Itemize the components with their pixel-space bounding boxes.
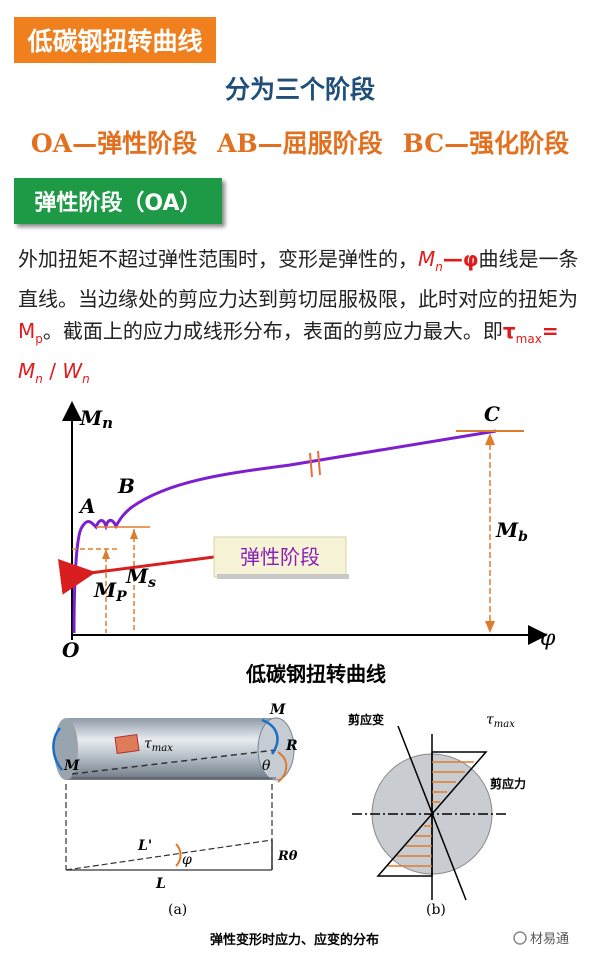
mp-m: M: [18, 319, 36, 343]
description-paragraph: 外加扭矩不超过弹性范围时，变形是弹性的，Mn—φ曲线是一条直线。当边缘处的剪应力…: [18, 243, 590, 395]
stage-oa: OA—弹性阶段: [30, 129, 198, 158]
label-shear-stress: 剪应力: [490, 776, 526, 791]
equals: =: [541, 319, 559, 343]
para-text-1: 外加扭矩不超过弹性范围时，变形是弹性的，: [18, 247, 418, 271]
label-m-left: M: [63, 758, 80, 774]
slash: /: [42, 359, 63, 383]
label-m-top: M: [269, 702, 286, 718]
break-mark-1: [309, 452, 313, 478]
stress-distribution: [431, 751, 488, 817]
formula-mn-phi: Mn—φ: [418, 247, 479, 274]
formula-m: M: [418, 247, 436, 271]
label-l: L: [155, 876, 166, 892]
torsion-curve-graph: Mn φ O A B C MP Ms Mb 弹性阶段 低碳钢扭转曲线: [57, 401, 556, 686]
torque-arrow-right: [261, 718, 279, 755]
origin-label: O: [62, 638, 80, 662]
tau-sub: max: [515, 332, 542, 346]
formula-mp: Mp: [18, 319, 43, 346]
callout-text: 弹性阶段: [240, 545, 320, 569]
length-l-prime: [65, 839, 273, 871]
mp-arrow-head-top: [102, 549, 110, 559]
break-mark-2: [317, 450, 321, 476]
stress-distribution-lower: [376, 811, 433, 877]
mp-label: MP: [93, 578, 127, 605]
label-tau-max-b: τmax: [486, 712, 515, 730]
formula-tau-max: τmax= Mn / Wn: [18, 319, 559, 386]
shaft-line: [71, 749, 277, 775]
tau: τ: [502, 319, 516, 343]
para-text-2: 曲线是一条直线。当边缘处的剪应力达到剪切屈服极限，此时对应的扭矩为: [18, 247, 579, 311]
point-c-label: C: [484, 402, 500, 426]
subtitle: 分为三个阶段: [224, 75, 375, 104]
mp-sub: p: [35, 332, 43, 346]
wn-w: W: [62, 359, 83, 383]
formula-m-sub: n: [435, 260, 443, 274]
shaft-left-end: [54, 718, 78, 780]
element-square: [114, 733, 140, 755]
ms-arrow-head-top: [130, 529, 138, 539]
mn-m: M: [18, 359, 36, 383]
watermark: 材易通: [530, 932, 569, 947]
torque-arrow-left: [52, 727, 63, 771]
stress-strain-diagram: M M τmax R θ L' L φ Rθ (a) 剪应变 τmax 剪应力 …: [52, 702, 569, 948]
mb-label: Mb: [495, 518, 528, 545]
point-b-label: B: [117, 474, 135, 498]
formula-rest: —φ: [442, 247, 479, 271]
x-axis-label: φ: [540, 626, 556, 651]
label-tau: τmax: [144, 736, 173, 754]
diagram-caption: 弹性变形时应力、应变的分布: [210, 932, 379, 948]
label-phi: φ: [182, 852, 192, 868]
label-r: R: [285, 738, 298, 754]
stage-ab: AB—屈服阶段: [217, 129, 383, 158]
graph-caption: 低碳钢扭转曲线: [245, 662, 386, 686]
torsion-curve: [72, 429, 497, 634]
point-a-label: A: [78, 494, 96, 518]
label-theta: θ: [262, 758, 271, 774]
label-l-prime: L': [137, 838, 152, 854]
mb-arrow-head-top: [485, 433, 495, 445]
page-title: 低碳钢扭转曲线: [14, 17, 216, 63]
shaft-body: [66, 718, 276, 780]
label-b: (b): [426, 902, 446, 918]
section-title: 弹性阶段（OA）: [14, 178, 222, 224]
stage-list: OA—弹性阶段 AB—屈服阶段 BC—强化阶段: [0, 124, 600, 160]
label-shear-strain: 剪应变: [348, 712, 384, 727]
watermark-icon: [513, 931, 527, 945]
callout-arrow: [57, 555, 215, 595]
y-axis-label: Mn: [79, 406, 113, 432]
mb-arrow-head-bottom: [485, 621, 495, 633]
para-text-3: 。截面上的应力成线形分布，表面的剪应力最大。即: [42, 319, 503, 343]
wn-sub: n: [82, 372, 90, 386]
stage-bc: BC—强化阶段: [402, 129, 570, 158]
label-r-theta: Rθ: [277, 849, 298, 864]
label-a: (a): [168, 902, 187, 918]
mn-sub: n: [35, 372, 43, 386]
